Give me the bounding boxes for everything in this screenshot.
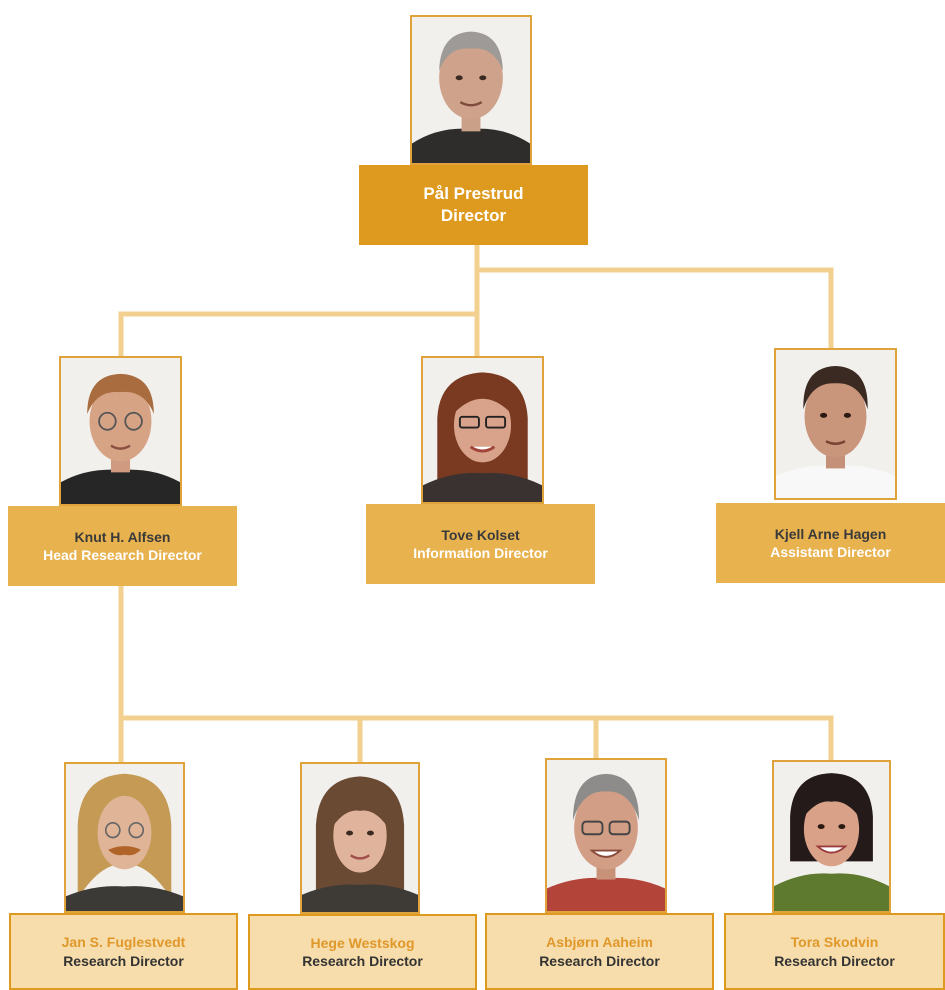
- skodvin-box: Tora Skodvin Research Director: [724, 913, 945, 990]
- skodvin-name: Tora Skodvin: [790, 934, 879, 951]
- fuglestvedt-box: Jan S. Fuglestvedt Research Director: [9, 913, 238, 990]
- photo-hagen: [774, 348, 897, 500]
- director-role: Director: [440, 206, 507, 225]
- hagen-box: Kjell Arne Hagen Assistant Director: [716, 503, 945, 583]
- skodvin-role: Research Director: [774, 952, 895, 969]
- aaheim-box: Asbjørn Aaheim Research Director: [485, 913, 714, 990]
- hagen-name: Kjell Arne Hagen: [774, 525, 887, 542]
- director-name: Pål Prestrud: [423, 183, 524, 203]
- fuglestvedt-name: Jan S. Fuglestvedt: [61, 934, 186, 951]
- photo-alfsen: [59, 356, 182, 506]
- alfsen-box: Knut H. Alfsen Head Research Director: [8, 506, 237, 586]
- kolset-role: Information Director: [413, 545, 548, 561]
- photo-aaheim: [545, 758, 667, 913]
- photo-skodvin: [772, 760, 891, 913]
- director-box: Pål Prestrud Director: [359, 165, 588, 245]
- photo-fuglestvedt: [64, 762, 185, 913]
- alfsen-role: Head Research Director: [43, 547, 202, 563]
- fuglestvedt-role: Research Director: [63, 952, 184, 969]
- westskog-box: Hege Westskog Research Director: [248, 914, 477, 990]
- kolset-name: Tove Kolset: [441, 526, 520, 543]
- alfsen-name: Knut H. Alfsen: [74, 528, 171, 545]
- westskog-role: Research Director: [302, 953, 423, 969]
- westskog-name: Hege Westskog: [310, 934, 415, 951]
- aaheim-name: Asbjørn Aaheim: [546, 934, 653, 951]
- photo-westskog: [300, 762, 420, 914]
- aaheim-role: Research Director: [539, 952, 660, 969]
- photo-kolset: [421, 356, 544, 504]
- hagen-role: Assistant Director: [770, 544, 891, 560]
- kolset-box: Tove Kolset Information Director: [366, 504, 595, 584]
- photo-director: [410, 15, 532, 165]
